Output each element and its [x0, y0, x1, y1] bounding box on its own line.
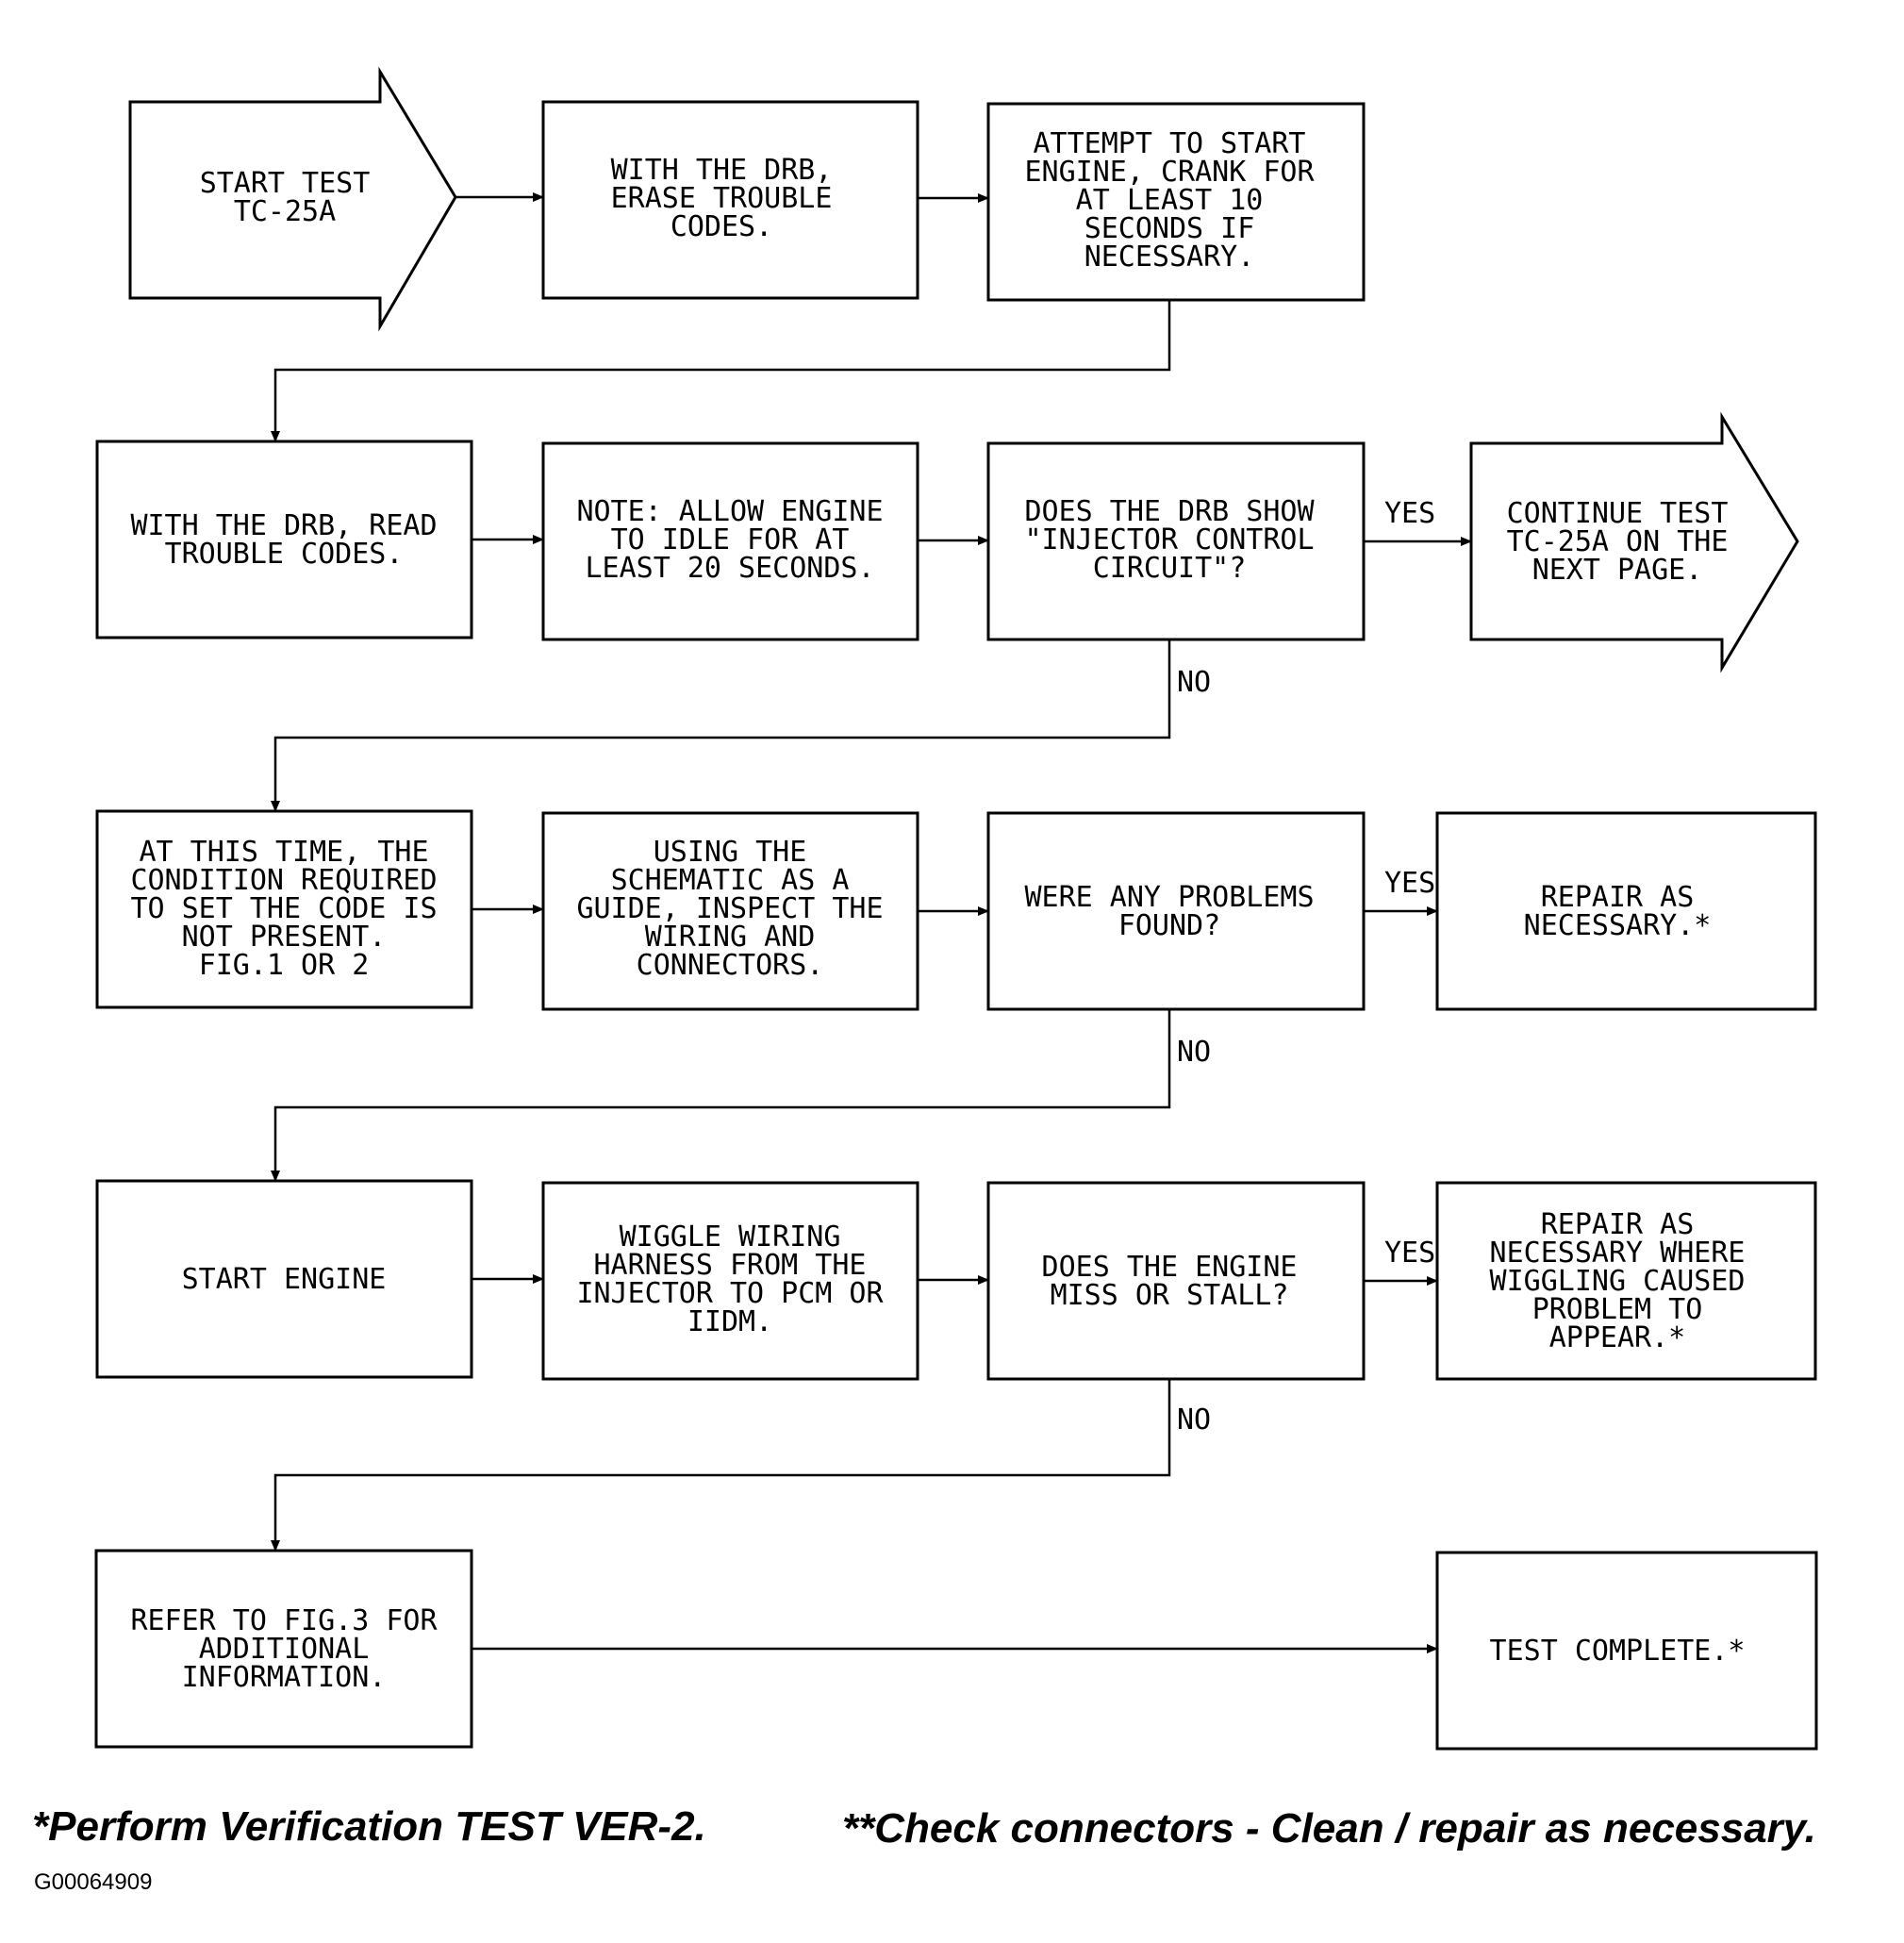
- footnote-verification: *Perform Verification TEST VER-2.: [32, 1803, 706, 1850]
- text-line: ERASE TROUBLE: [611, 182, 833, 215]
- label-yes-3: YES: [1384, 1237, 1435, 1270]
- text-line: NECESSARY.*: [1524, 909, 1712, 942]
- text-line: WIGGLE WIRING: [620, 1221, 841, 1254]
- text-line: INJECTOR TO PCM OR: [576, 1277, 884, 1310]
- text-line: NOTE: ALLOW ENGINE: [576, 495, 883, 528]
- text-line: LEAST 20 SECONDS.: [585, 552, 874, 585]
- text-line: PROBLEM TO: [1532, 1293, 1703, 1326]
- text-line: ENGINE, CRANK FOR: [1024, 156, 1315, 189]
- label-yes-2: YES: [1384, 867, 1435, 900]
- text-line: TROUBLE CODES.: [165, 538, 404, 571]
- text-line: TO SET THE CODE IS: [130, 892, 437, 925]
- text-line: NOT PRESENT.: [182, 921, 387, 954]
- footnote-check-connectors: **Check connectors - Clean / repair as n…: [842, 1805, 1816, 1852]
- text-line: ATTEMPT TO START: [1034, 127, 1306, 160]
- label-no-2: NO: [1177, 1036, 1211, 1069]
- text-line: REFER TO FIG.3 FOR: [130, 1604, 438, 1637]
- text-line: CIRCUIT"?: [1093, 552, 1247, 585]
- text-line: AT LEAST 10: [1076, 184, 1264, 217]
- start-engine-text: START ENGINE: [182, 1263, 387, 1296]
- text-line: SCHEMATIC AS A: [611, 864, 850, 897]
- label-no-1: NO: [1177, 666, 1211, 699]
- text-line: CONTINUE TEST: [1507, 497, 1729, 530]
- text-line: SECONDS IF: [1084, 212, 1255, 245]
- text-line: REPAIR AS: [1541, 1208, 1695, 1241]
- text-line: WIRING AND: [645, 921, 816, 954]
- text-line: FOUND?: [1118, 909, 1220, 942]
- text-line: HARNESS FROM THE: [594, 1249, 867, 1282]
- text-line: TC-25A ON THE: [1507, 525, 1729, 558]
- text-line: WITH THE DRB, READ: [130, 509, 437, 542]
- text-line: NECESSARY WHERE: [1490, 1237, 1746, 1270]
- arrow-no-to-refer-fig3: [271, 1379, 1171, 1552]
- text-line: DOES THE ENGINE: [1042, 1251, 1298, 1284]
- text-line: WERE ANY PROBLEMS: [1024, 881, 1314, 914]
- text-line: CODES.: [671, 210, 772, 243]
- text-line: START ENGINE: [182, 1263, 387, 1296]
- text-line: NEXT PAGE.: [1532, 554, 1703, 587]
- continue-test-shape: [1469, 411, 1799, 673]
- text-line: "INJECTOR CONTROL: [1024, 523, 1314, 556]
- text-line: CONDITION REQUIRED: [130, 864, 437, 897]
- text-line: USING THE: [654, 836, 807, 869]
- label-yes-1: YES: [1384, 497, 1435, 530]
- text-line: START TEST: [200, 167, 371, 200]
- text-line: WIGGLING CAUSED: [1490, 1265, 1746, 1298]
- text-line: DOES THE DRB SHOW: [1024, 495, 1315, 528]
- text-line: TEST COMPLETE.*: [1490, 1635, 1746, 1668]
- label-no-3: NO: [1177, 1403, 1211, 1436]
- image-code: G00064909: [34, 1869, 153, 1895]
- text-line: REPAIR AS: [1541, 881, 1695, 914]
- text-line: TC-25A: [234, 195, 336, 228]
- text-line: ADDITIONAL: [199, 1633, 370, 1666]
- text-line: APPEAR.*: [1549, 1321, 1686, 1354]
- test-complete-text: TEST COMPLETE.*: [1490, 1635, 1746, 1668]
- text-line: INFORMATION.: [182, 1661, 387, 1694]
- text-line: FIG.1 OR 2: [199, 949, 370, 982]
- text-line: AT THIS TIME, THE: [139, 836, 428, 869]
- text-line: WITH THE DRB,: [611, 154, 833, 187]
- text-line: GUIDE, INSPECT THE: [576, 892, 883, 925]
- text-line: IIDM.: [687, 1305, 772, 1338]
- arrow-no-to-start-engine: [271, 1009, 1171, 1182]
- text-line: MISS OR STALL?: [1051, 1279, 1289, 1312]
- arrow-no-to-condition: [271, 639, 1171, 812]
- arrow-attempt-to-read: [271, 300, 1171, 442]
- text-line: CONNECTORS.: [637, 949, 824, 982]
- text-line: NECESSARY.: [1084, 241, 1255, 274]
- text-line: TO IDLE FOR AT: [611, 523, 850, 556]
- start-test-shape: [128, 66, 457, 332]
